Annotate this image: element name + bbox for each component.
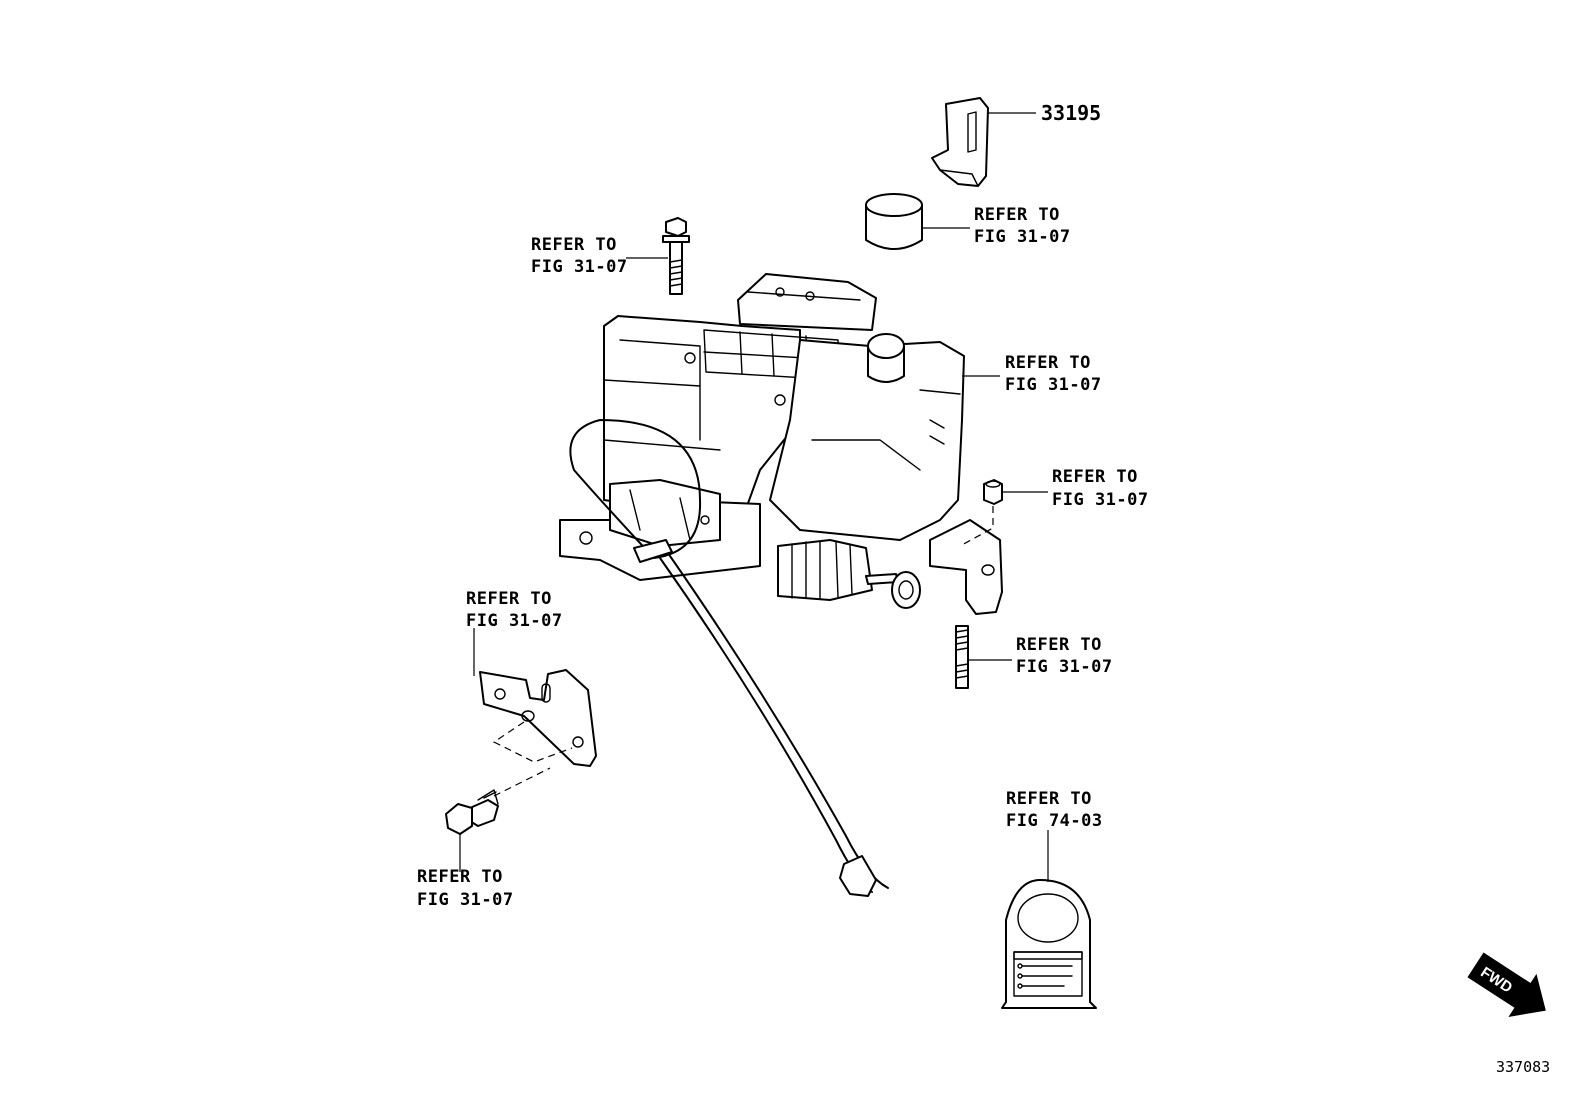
cap-fig-label[interactable]: FIG 31-07	[974, 227, 1071, 247]
nut[interactable]	[983, 479, 1003, 505]
bolt-top[interactable]	[662, 217, 690, 295]
nut-fig-label[interactable]: FIG 31-07	[1052, 490, 1149, 510]
bracket-33195[interactable]	[931, 97, 989, 187]
plate-refer-label[interactable]: REFER TO	[466, 589, 552, 609]
stud-fig-label[interactable]: FIG 31-07	[1016, 657, 1113, 677]
bolt-bottom-refer-label[interactable]: REFER TO	[417, 867, 503, 887]
mounting-plate[interactable]	[479, 669, 597, 767]
part-number-33195[interactable]: 33195	[1041, 101, 1101, 125]
bolt-bottom[interactable]	[445, 789, 499, 835]
stud[interactable]	[955, 625, 969, 689]
cap[interactable]	[865, 193, 923, 250]
bolt-top-fig-label[interactable]: FIG 31-07	[531, 257, 628, 277]
nut-refer-label[interactable]: REFER TO	[1052, 467, 1138, 487]
brake-actuator-assembly[interactable]	[559, 273, 1003, 615]
wire-harness[interactable]	[569, 419, 889, 897]
caution-tag[interactable]	[1001, 879, 1097, 1009]
forward-direction-arrow: FWD	[1467, 952, 1546, 1017]
bolt-bottom-fig-label[interactable]: FIG 31-07	[417, 890, 514, 910]
plate-fig-label[interactable]: FIG 31-07	[466, 611, 563, 631]
bolt-top-refer-label[interactable]: REFER TO	[531, 235, 617, 255]
actuator-refer-label[interactable]: REFER TO	[1005, 353, 1091, 373]
cap-refer-label[interactable]: REFER TO	[974, 205, 1060, 225]
actuator-fig-label[interactable]: FIG 31-07	[1005, 375, 1102, 395]
tag-refer-label[interactable]: REFER TO	[1006, 789, 1092, 809]
illustration-id: 337083	[1496, 1058, 1550, 1076]
stud-refer-label[interactable]: REFER TO	[1016, 635, 1102, 655]
tag-fig-label[interactable]: FIG 74-03	[1006, 811, 1103, 831]
